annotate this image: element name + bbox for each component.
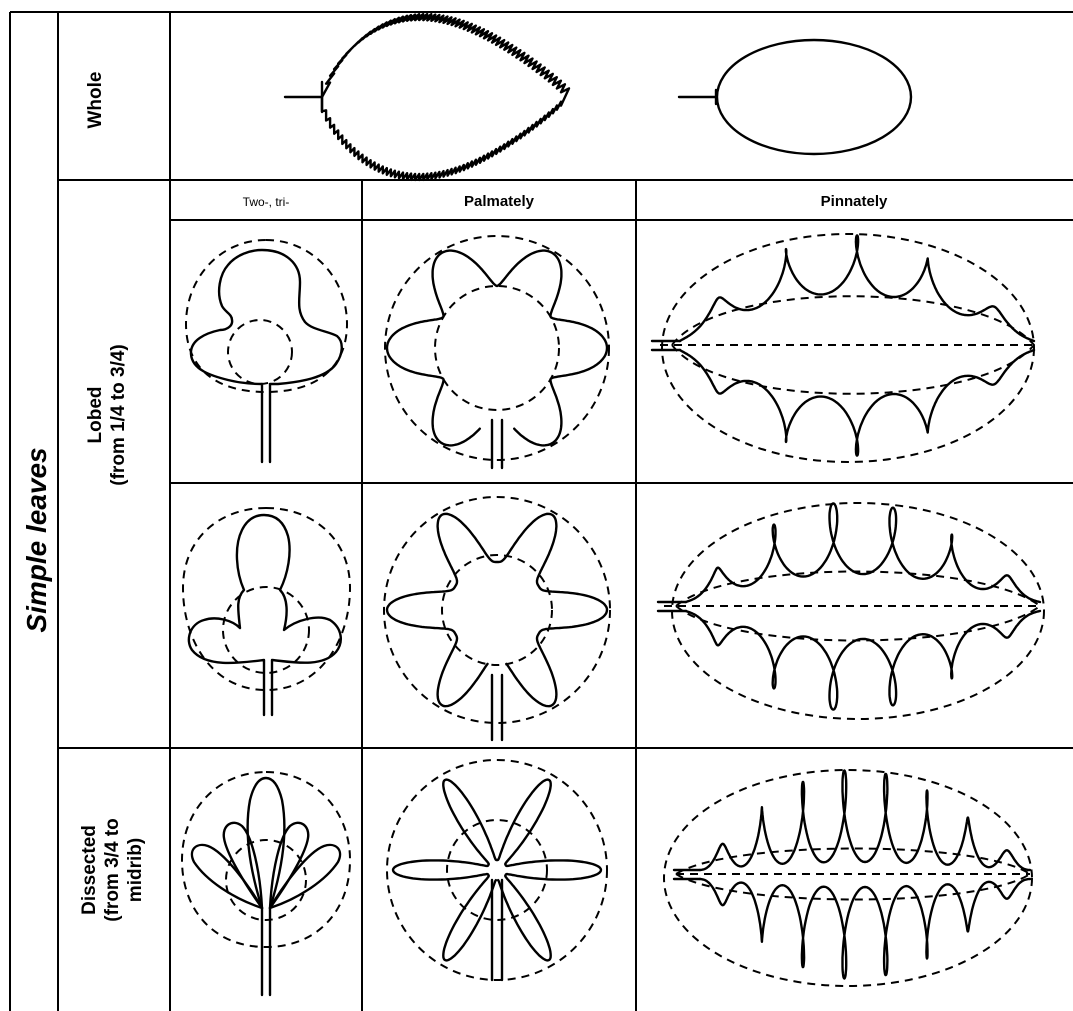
row-label-lobed-line1: Lobed xyxy=(85,387,106,444)
whole-smooth-leaf xyxy=(679,40,911,154)
row-label-lobed-line2: (from 1/4 to 3/4) xyxy=(108,344,129,485)
row-label-whole: Whole xyxy=(85,72,106,129)
whole-serrate-leaf xyxy=(285,14,569,180)
row-label-dissected-line3: midrib) xyxy=(125,838,146,902)
row-label-lobed: Lobed (from 1/4 to 3/4) xyxy=(85,344,129,485)
lobed-pinnate-leaf xyxy=(652,234,1034,462)
lobed-pinnate-leaf-deep xyxy=(658,503,1044,719)
dissected-tri-leaf-2 xyxy=(182,772,350,995)
dissected-pinnate-leaf xyxy=(664,770,1032,986)
row-label-dissected-line2: (from 3/4 to xyxy=(102,818,123,921)
column-header-palmately: Palmately xyxy=(464,193,535,210)
lobed-tri-leaf xyxy=(186,240,347,462)
dissected-tri-leaf-1 xyxy=(183,508,350,715)
column-header-pinnately: Pinnately xyxy=(821,193,888,210)
dissected-palmate-leaf xyxy=(387,760,607,980)
lobed-palmate-leaf-deep xyxy=(384,497,610,740)
main-label: Simple leaves xyxy=(21,447,52,632)
row-label-dissected: Dissected (from 3/4 to midrib) xyxy=(79,818,146,921)
lobed-palmate-leaf xyxy=(385,236,609,468)
row-label-dissected-line1: Dissected xyxy=(79,825,100,915)
column-header-two-tri: Two-, tri- xyxy=(243,195,290,209)
